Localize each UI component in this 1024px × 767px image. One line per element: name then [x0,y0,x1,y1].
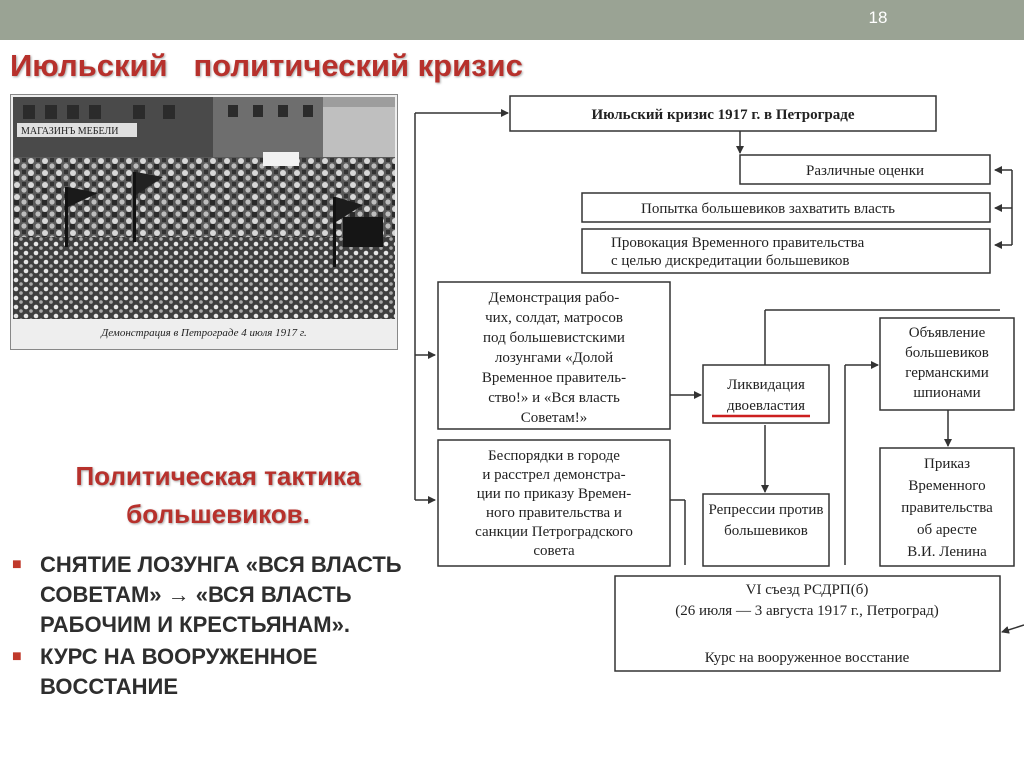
repressions-line1: Репрессии против [709,502,824,518]
demo-line: Демонстрация рабо- [489,290,620,306]
repressions-line2: большевиков [724,523,808,539]
demo-line: под большевистскими [483,330,625,346]
demo-line: ство!» и «Вся власть [488,390,620,406]
spies-line: Объявление [909,325,986,341]
arrest-line: В.И. Ленина [907,544,987,560]
congress-line1: VI съезд РСДРП(б) [746,582,869,598]
demo-line: чих, солдат, матросов [485,310,623,326]
assessment-2-line2: с целью дискредитации большевиков [611,253,850,269]
riots-line: ного правительства и [486,505,622,521]
riots-line: санкции Петроградского [475,524,633,540]
arrest-line: правительства [901,500,993,516]
riots-line: совета [533,543,575,559]
dual-power-line2: двоевластия [727,398,805,414]
root-label: Июльский кризис 1917 г. в Петрограде [592,107,855,123]
congress-line2: (26 июля — 3 августа 1917 г., Петроград) [675,603,939,619]
spies-line: германскими [905,365,988,381]
riots-line: и расстрел демонстра- [482,467,625,483]
dual-power-box [703,365,829,423]
assessment-2-line1: Провокация Временного правительства [611,235,865,251]
assessments-label: Различные оценки [806,163,924,179]
riots-line: Беспорядки в городе [488,448,620,464]
dual-power-line1: Ликвидация [727,377,805,393]
arrest-line: об аресте [917,522,977,538]
demo-line: Временное правитель- [482,370,626,386]
riots-line: ции по приказу Времен- [477,486,632,502]
congress-line3: Курс на вооруженное восстание [705,650,910,666]
arrest-line: Временного [908,478,985,494]
assessment-1-label: Попытка большевиков захватить власть [641,201,895,217]
arrest-line: Приказ [924,456,970,472]
demo-line: Советам!» [521,410,588,426]
demo-line: лозунгами «Долой [495,350,613,366]
spies-line: большевиков [905,345,989,361]
spies-line: шпионами [913,385,980,401]
